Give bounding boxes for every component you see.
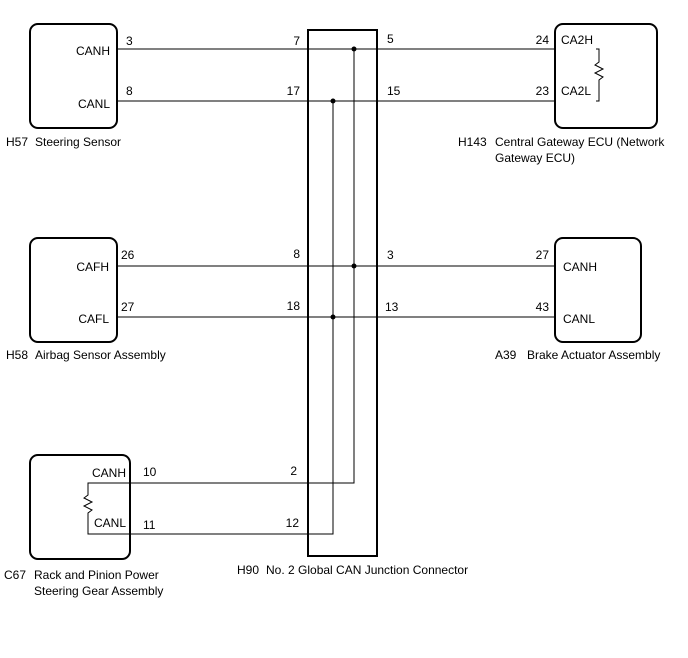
junction-pin-left: 12 <box>286 516 300 530</box>
splice-dot <box>351 46 357 52</box>
h58-term-lo: 27 <box>121 300 135 314</box>
h90-code: H90 <box>237 563 259 577</box>
h90-name: No. 2 Global CAN Junction Connector <box>266 563 468 577</box>
junction-pin-left: 2 <box>290 464 297 478</box>
h58-name: Airbag Sensor Assembly <box>35 348 166 362</box>
h143-terminator-resistor-icon <box>593 48 605 102</box>
h57-box <box>29 23 118 129</box>
a39-code: A39 <box>495 348 517 362</box>
junction-pin-right: 13 <box>385 300 399 314</box>
h58-box <box>29 237 118 343</box>
h143-term-lo: 23 <box>536 84 550 98</box>
c67-term-lo: 11 <box>143 518 156 532</box>
h143-name-line2: Gateway ECU) <box>495 151 575 165</box>
junction-pin-right: 15 <box>387 84 401 98</box>
h58-term-hi: 26 <box>121 248 135 262</box>
a39-pin-hi: CANH <box>563 260 597 274</box>
h58-code: H58 <box>6 348 28 362</box>
c67-name-line1: Rack and Pinion Power <box>34 568 159 582</box>
c67-pin-hi: CANH <box>92 466 126 480</box>
junction-pin-right: 3 <box>387 248 394 262</box>
h57-pin-lo: CANL <box>78 97 110 111</box>
junction-pin-right: 5 <box>387 32 394 46</box>
a39-pin-lo: CANL <box>563 312 595 326</box>
a39-term-lo: 43 <box>536 300 550 314</box>
c67-pin-lo: CANL <box>94 516 126 530</box>
h57-name: Steering Sensor <box>35 135 121 149</box>
junction-connector-box <box>307 29 378 557</box>
h57-term-lo: 8 <box>126 84 133 98</box>
splice-dot <box>330 314 336 320</box>
c67-terminator-resistor-icon <box>82 482 130 535</box>
junction-pin-left: 8 <box>293 247 300 261</box>
h143-pin-lo: CA2L <box>561 84 591 98</box>
h143-term-hi: 24 <box>536 33 550 47</box>
h57-term-hi: 3 <box>126 34 133 48</box>
h58-pin-hi: CAFH <box>76 260 109 274</box>
c67-box <box>29 454 131 560</box>
splice-dot <box>330 98 336 104</box>
a39-term-hi: 27 <box>536 248 550 262</box>
c67-name-line2: Steering Gear Assembly <box>34 584 163 598</box>
a39-name: Brake Actuator Assembly <box>527 348 660 362</box>
h57-pin-hi: CANH <box>76 44 110 58</box>
h143-code: H143 <box>458 135 487 149</box>
junction-pin-left: 7 <box>293 34 300 48</box>
h143-pin-hi: CA2H <box>561 33 593 47</box>
junction-pin-left: 17 <box>287 84 301 98</box>
junction-pin-left: 18 <box>287 299 301 313</box>
h57-code: H57 <box>6 135 28 149</box>
a39-box <box>554 237 642 343</box>
h58-pin-lo: CAFL <box>78 312 109 326</box>
h143-name-line1: Central Gateway ECU (Network <box>495 135 665 149</box>
c67-code: C67 <box>4 568 26 582</box>
splice-dot <box>351 263 357 269</box>
c67-term-hi: 10 <box>143 465 157 479</box>
h143-box <box>554 23 658 129</box>
